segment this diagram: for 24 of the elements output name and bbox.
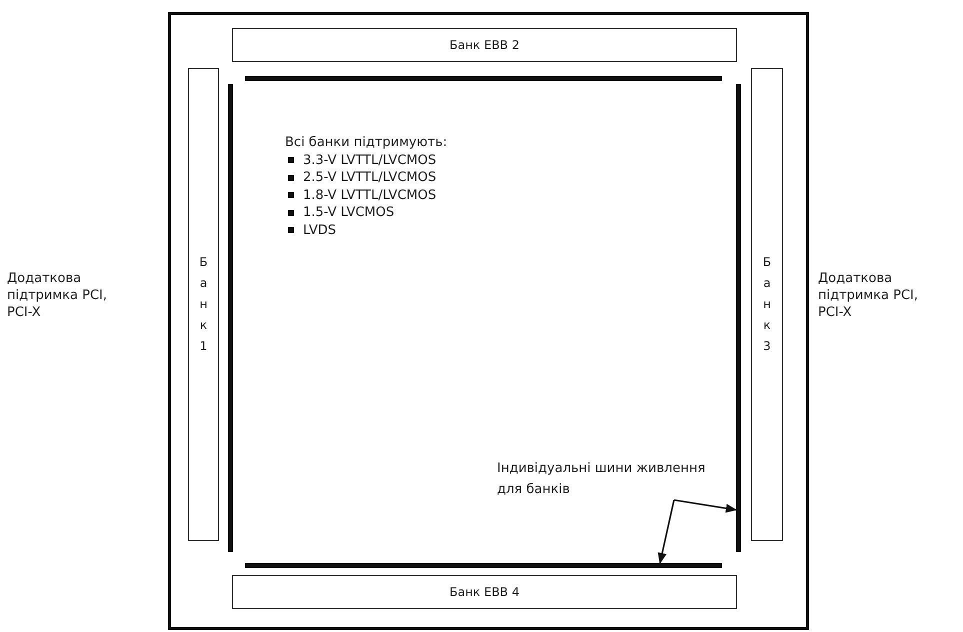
chip-outline: [168, 12, 809, 630]
bank-label: Банк 1: [198, 254, 209, 355]
arrow: [674, 499, 738, 513]
bank-label: Банк EBB 2: [450, 38, 520, 52]
io-bank-box: [232, 28, 737, 62]
bank-label: Банк 3: [762, 254, 772, 355]
side-note: Додаткова підтримка PCI, PCI-X: [7, 270, 108, 321]
list-item: 1.8-V LVTTL/LVCMOS: [303, 186, 436, 204]
io-bank-box: [188, 68, 219, 541]
io-bank-box: [751, 68, 783, 541]
list-item: 3.3-V LVTTL/LVCMOS: [303, 152, 436, 169]
io-bank-box: [232, 575, 737, 609]
list-item: 2.5-V LVTTL/LVCMOS: [303, 169, 436, 186]
annotation-text: Індивідуальні шини живлення для банків: [497, 458, 717, 500]
arrow: [658, 500, 675, 564]
list-heading: Всі банки підтримують:: [285, 134, 448, 152]
list-item: LVDS: [303, 222, 336, 239]
bank-label: Банк EBB 4: [450, 585, 520, 599]
list-item: 1.5-V LVCMOS: [303, 204, 394, 222]
power-bus-bar: [228, 84, 233, 552]
power-bus-bar: [736, 84, 741, 552]
power-bus-bar: [245, 563, 722, 568]
side-note: Додаткова підтримка PCI, PCI-X: [818, 270, 920, 321]
power-bus-bar: [245, 76, 722, 81]
